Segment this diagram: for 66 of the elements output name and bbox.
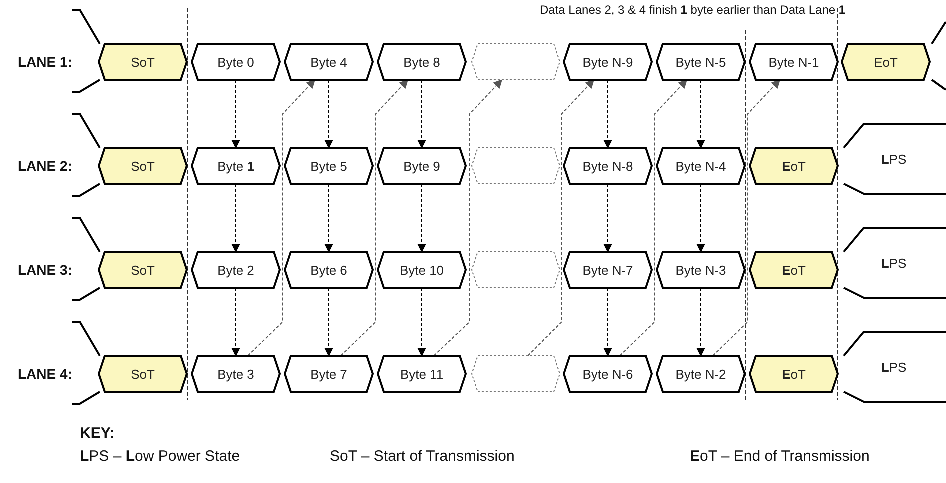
arrow	[604, 80, 612, 149]
start-of-transmission-slot: SoT	[99, 356, 187, 392]
empty-byte-slot	[472, 148, 560, 184]
byte-slot: Byte 9	[378, 148, 466, 184]
empty-byte-slot	[472, 44, 560, 80]
arrow	[418, 184, 426, 253]
start-of-transmission-slot: SoT	[99, 44, 187, 80]
arrow	[232, 80, 240, 149]
arrow	[696, 184, 706, 253]
byte-slot: Byte N-4	[657, 148, 745, 184]
empty-byte-slot	[472, 252, 560, 288]
key-entry: LPS – Low Power State	[80, 448, 240, 465]
arrow	[418, 288, 426, 357]
end-of-transmission-slot: EoT	[750, 356, 838, 392]
byte-slot: Byte 4	[285, 44, 373, 80]
arrow	[712, 79, 781, 356]
lane-label: LANE 3:	[18, 262, 72, 278]
start-of-transmission-slot: SoT	[99, 252, 187, 288]
byte-slot: Byte 1	[192, 148, 280, 184]
byte-slot: Byte 6	[285, 252, 373, 288]
arrow	[232, 288, 240, 357]
byte-slot: Byte 11	[378, 356, 466, 392]
byte-slot: Byte 5	[285, 148, 373, 184]
byte-slot: Byte N-7	[564, 252, 652, 288]
key-entry: EoT – End of Transmission	[690, 448, 870, 465]
arrow	[324, 288, 334, 357]
byte-slot: Byte N-9	[564, 44, 652, 80]
byte-slot: Byte 2	[192, 252, 280, 288]
end-of-transmission-slot: EoT	[750, 148, 838, 184]
byte-slot: Byte N-8	[564, 148, 652, 184]
byte-slot: Byte 7	[285, 356, 373, 392]
byte-slot: Byte N-6	[564, 356, 652, 392]
low-power-state-region: LPS	[842, 226, 946, 300]
byte-slot: Byte 0	[192, 44, 280, 80]
arrow	[604, 288, 612, 357]
low-power-state-region: LPS	[842, 122, 946, 196]
arrow	[604, 184, 612, 253]
key-entry: SoT – Start of Transmission	[330, 448, 515, 465]
arrow	[340, 79, 409, 356]
end-of-transmission-slot: EoT	[750, 252, 838, 288]
arrow	[620, 79, 688, 356]
byte-slot: Byte 3	[192, 356, 280, 392]
empty-byte-slot	[472, 356, 560, 392]
key-heading: KEY:	[80, 425, 115, 442]
end-of-transmission-slot: EoT	[842, 44, 930, 80]
arrow	[248, 79, 316, 356]
arrow	[324, 184, 334, 253]
byte-slot: Byte N-1	[750, 44, 838, 80]
byte-slot: Byte N-3	[657, 252, 745, 288]
arrow	[528, 79, 595, 356]
low-power-state-region: LPS	[842, 330, 946, 404]
arrow	[418, 80, 426, 149]
arrow	[324, 80, 334, 149]
arrow	[232, 184, 240, 253]
lane-label: LANE 4:	[18, 366, 72, 382]
start-of-transmission-slot: SoT	[99, 148, 187, 184]
byte-slot: Byte 10	[378, 252, 466, 288]
byte-slot: Byte 8	[378, 44, 466, 80]
arrow	[434, 79, 503, 356]
arrow	[696, 80, 706, 149]
lane-label: LANE 1:	[18, 54, 72, 70]
byte-slot: Byte N-2	[657, 356, 745, 392]
note-text: Data Lanes 2, 3 & 4 finish 1 byte earlier than Data Lane 1	[540, 3, 846, 17]
byte-slot: Byte N-5	[657, 44, 745, 80]
lane-label: LANE 2:	[18, 158, 72, 174]
arrow	[696, 288, 706, 357]
